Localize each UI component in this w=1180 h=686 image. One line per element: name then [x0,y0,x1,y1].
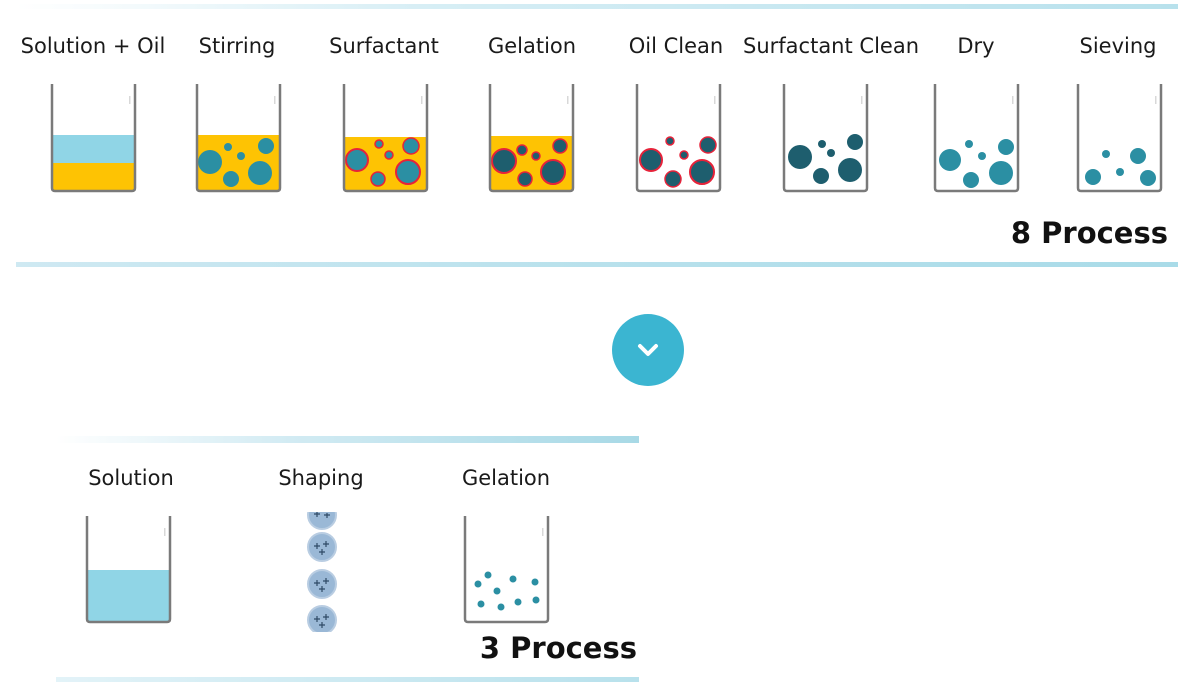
bottom-divider [56,677,639,682]
step-label-shaping: Shaping [278,466,364,490]
total-8-process: 8 Process [1010,216,1168,250]
top-divider [16,4,1178,9]
top-bottom-divider [16,262,1178,267]
total-3-process: 3 Process [479,631,637,665]
droplet-1 [307,512,337,530]
step-label-surfactant-clean: Surfactant Clean [743,34,919,58]
shaping-droplets [307,512,337,632]
step-label-oil-clean: Oil Clean [628,34,724,58]
beaker-solution-oil [50,84,137,193]
beaker-stirring [195,84,282,193]
beaker-surfactant-clean [782,84,869,193]
beaker-surfactant [342,84,429,193]
bottom-top-divider [56,436,639,443]
beaker-dry [933,84,1020,193]
step-label-dry: Dry [957,34,995,58]
step-label-stirring: Stirring [198,34,276,58]
step-label-gelation: Gelation [487,34,577,58]
beaker-sieving [1076,84,1163,193]
step-label-gelation-bottom: Gelation [461,466,551,490]
transition-button[interactable] [612,314,684,386]
droplet-4 [307,605,337,632]
step-label-solution-oil: Solution + Oil [20,34,166,58]
step-label-solution: Solution [88,466,174,490]
droplet-2 [307,532,337,562]
chevron-down-icon [638,344,658,356]
step-label-surfactant: Surfactant [329,34,439,58]
beaker-oil-clean [635,84,722,193]
beaker-gelation-bottom [463,516,550,624]
step-label-sieving: Sieving [1079,34,1157,58]
droplet-3 [307,569,337,599]
beaker-solution [85,516,172,624]
beaker-gelation [488,84,575,193]
